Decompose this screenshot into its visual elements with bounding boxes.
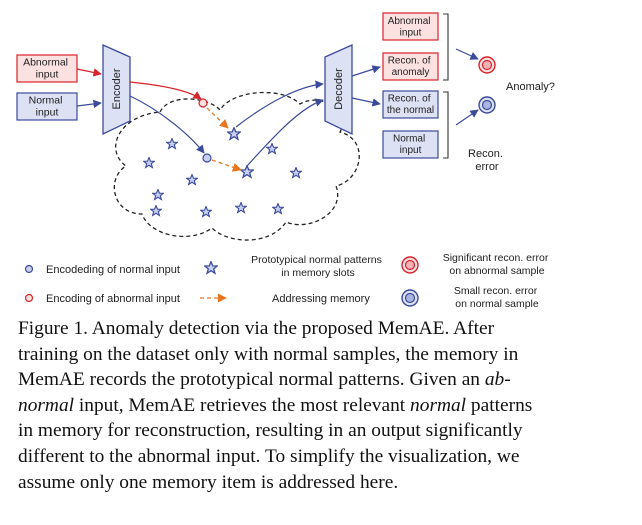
output-normal-label: Normal input — [393, 134, 428, 157]
caption-line: training on the dataset only with normal… — [18, 343, 519, 365]
caption-italic: normal — [410, 394, 467, 416]
recon-anomaly-label: Recon. of anomaly — [388, 56, 434, 79]
legend-normal-encoding-dot — [24, 264, 34, 274]
memory-star — [240, 165, 254, 178]
memory-star — [266, 143, 278, 155]
recon-normal-box — [382, 90, 439, 119]
legend-small-error-label: Small recon. error on normal sample — [454, 285, 540, 310]
figure-caption: Figure 1. Anomaly detection via the prop… — [18, 316, 626, 495]
caption-line: in memory for reconstruction, resulting … — [18, 420, 523, 442]
encoder-label: Encoder — [111, 68, 123, 109]
memory-to-decoder-arrow-2 — [246, 98, 324, 167]
memory-slots — [143, 127, 302, 218]
caption-line: Figure 1. Anomaly detection via the prop… — [18, 318, 495, 339]
small-error-circle — [478, 96, 496, 114]
memory-star — [152, 189, 164, 201]
memory-star — [290, 167, 302, 179]
normal-pair-bracket — [443, 91, 449, 159]
caption-line: normal input, MemAE retrieves the most r… — [18, 393, 626, 419]
recon-error-label: Recon. error — [468, 148, 506, 173]
abnormal-to-encoder-arrow — [76, 68, 102, 77]
abnormal-input-label: Abnormal input — [23, 57, 71, 81]
legend-abnormal-encoding-dot — [24, 293, 34, 303]
caption-text: patterns — [466, 394, 533, 416]
normal-encoding-dot — [202, 153, 212, 163]
anomaly-question-label: Anomaly? — [506, 81, 555, 93]
memory-star — [150, 205, 162, 217]
abnormal-addressing-arrow — [206, 107, 229, 129]
legend-small-error-circle — [401, 289, 419, 307]
caption-italic: ab- — [484, 369, 511, 391]
legend-sig-error-label: Significant recon. error on abnormal sam… — [443, 252, 552, 277]
memory-star — [186, 174, 198, 186]
memory-star — [227, 127, 241, 140]
normal-addressing-arrow — [211, 159, 242, 172]
memory-star — [235, 202, 247, 214]
encoder-block — [102, 43, 131, 136]
caption-line: assume only one memory item is addressed… — [18, 471, 399, 493]
legend-large-error-circle — [401, 256, 419, 274]
legend-abnormal-encoding-label: Encoding of abnormal input — [46, 293, 180, 305]
decoder-to-recon-anomaly-arrow — [351, 65, 381, 77]
legend-addressing-label: Addressing memory — [272, 293, 370, 305]
normal-input-label: Normal input — [29, 95, 66, 119]
normal-input-box — [16, 92, 78, 121]
memory-star — [143, 157, 155, 169]
memory-to-decoder-arrow-1 — [235, 80, 324, 128]
normal-to-encoder-arrow — [76, 99, 102, 109]
recon-normal-label: Recon. of the normal — [387, 94, 434, 117]
output-abnormal-label: Abnormal input — [388, 16, 434, 39]
abnormal-input-box — [16, 54, 78, 83]
decoder-block — [324, 43, 353, 136]
large-error-circle — [478, 56, 496, 74]
memory-star — [200, 206, 212, 218]
decoder-to-recon-normal-arrow — [351, 97, 381, 107]
caption-text: MemAE records the prototypical normal pa… — [18, 369, 485, 391]
abnormal-error-arrow — [455, 48, 479, 60]
normal-error-arrow — [455, 109, 479, 126]
legend-normal-encoding-label: Encodeding of normal input — [46, 264, 180, 276]
output-abnormal-box — [382, 12, 439, 41]
memory-star — [166, 138, 178, 150]
caption-line: different to the abnormal input. To simp… — [18, 445, 520, 467]
legend-prototype-label: Prototypical normal patterns in memory s… — [251, 254, 385, 279]
caption-italic: normal — [18, 394, 75, 416]
legend: Encodeding of normal input Encoding of a… — [24, 252, 552, 310]
abnormal-encoding-dot — [198, 98, 208, 108]
memory-star — [272, 203, 284, 215]
caption-text: input, MemAE retrieves the most relevant — [74, 394, 411, 416]
abnormal-pair-bracket — [443, 13, 449, 81]
caption-line: MemAE records the prototypical normal pa… — [18, 367, 626, 393]
encoder-to-abnormal-encoding — [129, 81, 202, 100]
legend-prototype-star — [204, 261, 218, 274]
decoder-label: Decoder — [333, 68, 345, 110]
output-normal-box — [382, 130, 439, 159]
recon-anomaly-box — [382, 52, 439, 81]
memory-cloud — [113, 91, 360, 241]
encoder-to-normal-encoding — [129, 95, 205, 154]
